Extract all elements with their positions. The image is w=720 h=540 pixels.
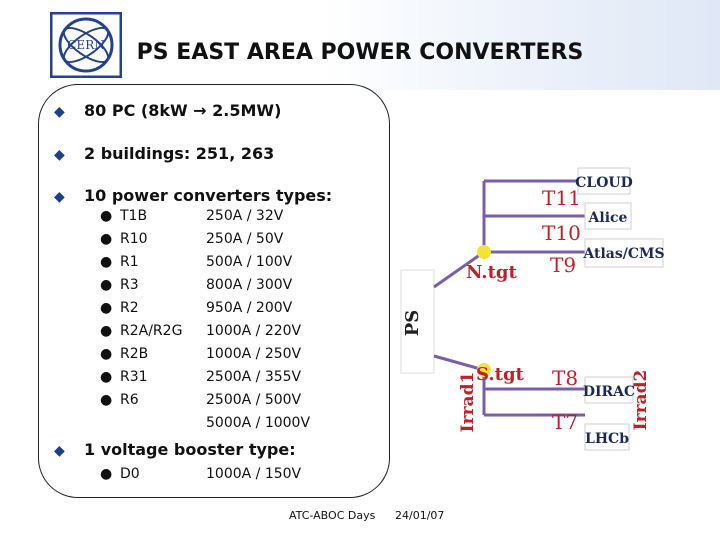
dot-bullet-icon: ● <box>100 392 113 408</box>
beamline-t7-label: T7 <box>552 410 578 434</box>
converter-row: ● R6 2500A / 500V <box>100 392 301 414</box>
experiment-label-dirac: DIRAC <box>583 384 635 400</box>
footer-event: ATC-ABOC Days <box>289 509 376 522</box>
converter-spec: 1000A / 150V <box>206 466 302 482</box>
converter-name: R31 <box>120 369 148 385</box>
converter-name: R2B <box>120 346 149 362</box>
bullet-converter-types: ◆ 10 power converters types: <box>54 186 332 205</box>
converter-row-extra: 5000A / 1000V <box>100 415 310 437</box>
north-target-label: N.tgt <box>466 262 517 283</box>
bullet-text: 1 voltage booster type: <box>84 440 296 459</box>
beamline-t11-label: T11 <box>542 186 581 210</box>
bullet-pc-count: ◆ 80 PC (8kW → 2.5MW) <box>54 101 281 120</box>
dot-bullet-icon: ● <box>100 300 113 316</box>
converter-row: ● R31 2500A / 355V <box>100 369 301 391</box>
dot-bullet-icon: ● <box>100 346 113 362</box>
experiment-box-dirac <box>584 376 634 404</box>
dot-bullet-icon: ● <box>100 208 113 224</box>
converter-spec: 800A / 300V <box>206 277 293 293</box>
converter-row: ● R2A/R2G 1000A / 220V <box>100 323 301 345</box>
content-frame <box>38 84 390 498</box>
converter-row: ● R2B 1000A / 250V <box>100 346 301 368</box>
converter-row: ● R1 500A / 100V <box>100 254 292 276</box>
converter-name: R2A/R2G <box>120 323 183 339</box>
irrad2-label: Irrad2 <box>631 370 651 431</box>
converter-spec: 250A / 32V <box>206 208 284 224</box>
diamond-bullet-icon: ◆ <box>54 443 65 459</box>
bullet-text: 10 power converters types: <box>84 186 333 205</box>
converter-spec: 1000A / 250V <box>206 346 302 362</box>
converter-spec: 950A / 200V <box>206 300 293 316</box>
converter-row: ● T1B 250A / 32V <box>100 208 283 230</box>
experiment-label-atlas-cms: Atlas/CMS <box>582 246 664 262</box>
converter-row: ● R3 800A / 300V <box>100 277 292 299</box>
diamond-bullet-icon: ◆ <box>54 147 65 163</box>
ps-label: PS <box>402 310 423 337</box>
north-target-marker <box>477 245 491 259</box>
logo-text: CERN <box>67 38 104 52</box>
page-title: PS EAST AREA POWER CONVERTERS <box>136 40 584 65</box>
experiment-label-cloud: CLOUD <box>575 175 633 191</box>
converter-name: T1B <box>120 208 148 224</box>
diamond-bullet-icon: ◆ <box>54 189 65 205</box>
south-target-label: S.tgt <box>476 364 525 385</box>
beamlines <box>433 179 585 417</box>
converter-spec: 5000A / 1000V <box>206 415 311 431</box>
converter-spec: 1000A / 220V <box>206 323 302 339</box>
converter-name: R3 <box>120 277 139 293</box>
dot-bullet-icon: ● <box>100 277 113 293</box>
bullet-buildings: ◆ 2 buildings: 251, 263 <box>54 144 274 163</box>
dot-bullet-icon: ● <box>100 323 113 339</box>
beamline-t9-label: T9 <box>550 253 576 277</box>
converter-spec: 2500A / 500V <box>206 392 302 408</box>
ps-box <box>400 269 435 374</box>
beamline-t10-label: T10 <box>542 221 581 245</box>
dot-bullet-icon: ● <box>100 369 113 385</box>
converter-row: ● R10 250A / 50V <box>100 231 283 253</box>
converter-spec: 250A / 50V <box>206 231 284 247</box>
bullet-booster: ◆ 1 voltage booster type: <box>54 440 296 459</box>
converter-name: D0 <box>120 466 140 482</box>
converter-spec: 500A / 100V <box>206 254 293 270</box>
experiment-label-alice: Alice <box>588 210 628 226</box>
dot-bullet-icon: ● <box>100 466 113 482</box>
booster-row: ● D0 1000A / 150V <box>100 466 301 488</box>
diamond-bullet-icon: ◆ <box>54 104 65 120</box>
converter-spec: 2500A / 355V <box>206 369 302 385</box>
cern-logo: CERN <box>50 12 122 78</box>
converter-name: R2 <box>120 300 139 316</box>
experiment-box-atlas-cms <box>584 238 664 268</box>
bullet-text: 80 PC (8kW → 2.5MW) <box>84 101 282 120</box>
converter-name: R1 <box>120 254 139 270</box>
south-target-marker <box>477 363 491 377</box>
converter-name: R6 <box>120 392 139 408</box>
experiment-label-lhcb: LHCb <box>585 431 629 447</box>
converter-row: ● R2 950A / 200V <box>100 300 292 322</box>
experiment-box-lhcb <box>584 423 630 451</box>
beamline-t8-label: T8 <box>552 366 578 390</box>
dot-bullet-icon: ● <box>100 254 113 270</box>
irrad1-label: Irrad1 <box>458 372 478 433</box>
converter-name: R10 <box>120 231 148 247</box>
experiment-box-cloud <box>577 167 631 195</box>
bullet-text: 2 buildings: 251, 263 <box>84 144 275 163</box>
experiment-box-alice <box>584 202 632 230</box>
footer-date: 24/01/07 <box>395 509 445 522</box>
dot-bullet-icon: ● <box>100 231 113 247</box>
